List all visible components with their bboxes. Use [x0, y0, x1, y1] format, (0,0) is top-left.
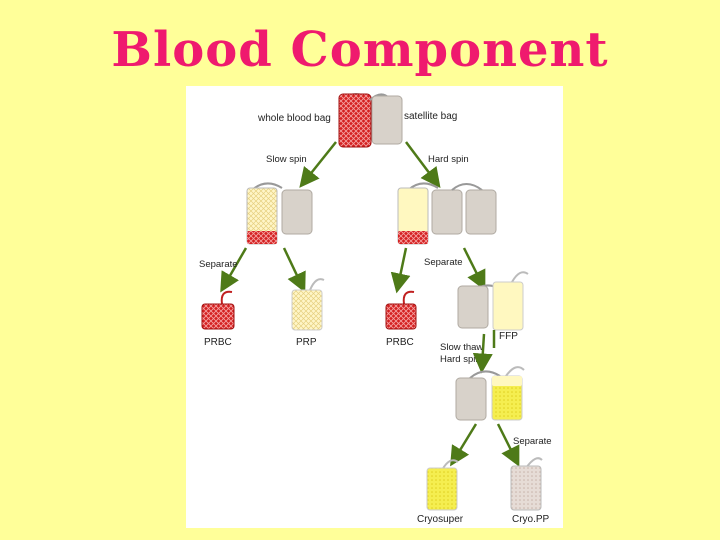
diagram-panel: whole blood bag satellite bag Slow spin …: [186, 86, 563, 528]
hard-spin-label: Hard spin: [428, 154, 469, 165]
slow-spin-label: Slow spin: [266, 154, 307, 165]
prbc-right-label: PRBC: [386, 337, 414, 348]
separate-bottom-label: Separate: [513, 436, 552, 447]
cryosuper-bag-icon: [426, 459, 459, 511]
slow-spin-bag-icon: [246, 182, 313, 245]
thawed-bag-icon: [455, 366, 525, 421]
ffp-label: FFP: [499, 331, 518, 342]
slide-title: Blood Component: [111, 22, 609, 78]
whole-blood-bag-icon: [338, 93, 372, 148]
arrow-cryosuper: [450, 423, 478, 467]
prp-bag-icon: [291, 278, 325, 331]
cryopp-label: Cryo.PP: [512, 514, 550, 525]
prp-label: PRP: [296, 337, 317, 348]
arrow-left-prbc: [220, 247, 248, 293]
separate-left-label: Separate: [199, 259, 238, 270]
hard-spin-bag-icon: [397, 182, 497, 245]
arrow-right-pool: [462, 247, 486, 291]
cryosuper-label: Cryosuper: [417, 514, 464, 525]
slow-thaw-line2: Hard spin: [440, 354, 481, 365]
prbc-left-bag-icon: [201, 290, 235, 330]
plasma-pool-bag-icon: [457, 271, 529, 331]
slow-thaw-label: Slow thaw Hard spin: [440, 342, 486, 365]
arrow-hard-spin: [405, 141, 441, 188]
prbc-left-label: PRBC: [204, 337, 232, 348]
arrow-left-prp: [282, 247, 306, 293]
separate-right-label: Separate: [424, 257, 463, 268]
arrow-slow-spin: [299, 141, 337, 188]
cryopp-bag-icon: [510, 457, 543, 511]
satellite-bag-label: satellite bag: [404, 111, 457, 122]
arrow-cryopp: [496, 423, 520, 467]
slow-thaw-line1: Slow thaw: [440, 342, 483, 353]
satellite-bag-icon: [369, 93, 403, 145]
arrow-right-prbc: [390, 247, 411, 294]
whole-blood-bag-label: whole blood bag: [257, 113, 331, 124]
arrow-slow-thaw: [472, 333, 493, 374]
prbc-right-bag-icon: [385, 290, 417, 330]
